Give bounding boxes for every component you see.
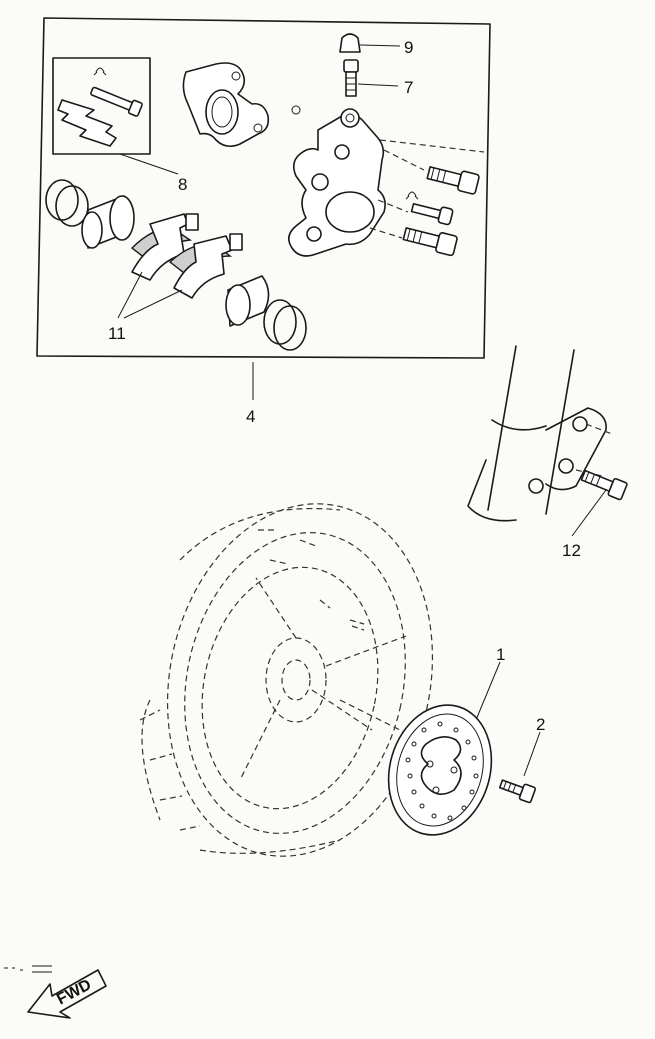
callout-9: 9 bbox=[404, 38, 413, 57]
bleed-screw bbox=[343, 59, 359, 97]
caliper-bracket-bolt bbox=[580, 469, 628, 501]
piston-left bbox=[81, 195, 135, 249]
front-wheel-outline bbox=[139, 503, 434, 857]
callout-11: 11 bbox=[108, 324, 126, 343]
disc-bolt bbox=[498, 779, 537, 804]
callout-1: 1 bbox=[496, 645, 505, 664]
caliper-bolts bbox=[369, 139, 485, 257]
caliper-half-body bbox=[182, 62, 270, 148]
piston-seals-right bbox=[263, 299, 307, 351]
piston-seals-left bbox=[45, 179, 89, 227]
callout-8: 8 bbox=[178, 175, 187, 194]
fork-leg bbox=[467, 345, 613, 522]
callout-labels: 9 7 8 11 4 12 1 2 bbox=[108, 38, 581, 734]
bleed-screw-cap bbox=[339, 33, 361, 53]
brake-disc bbox=[387, 704, 493, 836]
caliper-main-body bbox=[288, 105, 386, 257]
piston-right bbox=[225, 275, 270, 327]
support-bolt-subbox bbox=[52, 57, 151, 155]
brake-pads bbox=[130, 213, 243, 299]
callout-7: 7 bbox=[404, 78, 413, 97]
fwd-direction-arrow: FWD bbox=[4, 965, 107, 1019]
callout-12: 12 bbox=[562, 541, 581, 560]
caliper-assembly-box bbox=[36, 17, 491, 359]
callout-4: 4 bbox=[246, 407, 255, 426]
callout-2: 2 bbox=[536, 715, 545, 734]
